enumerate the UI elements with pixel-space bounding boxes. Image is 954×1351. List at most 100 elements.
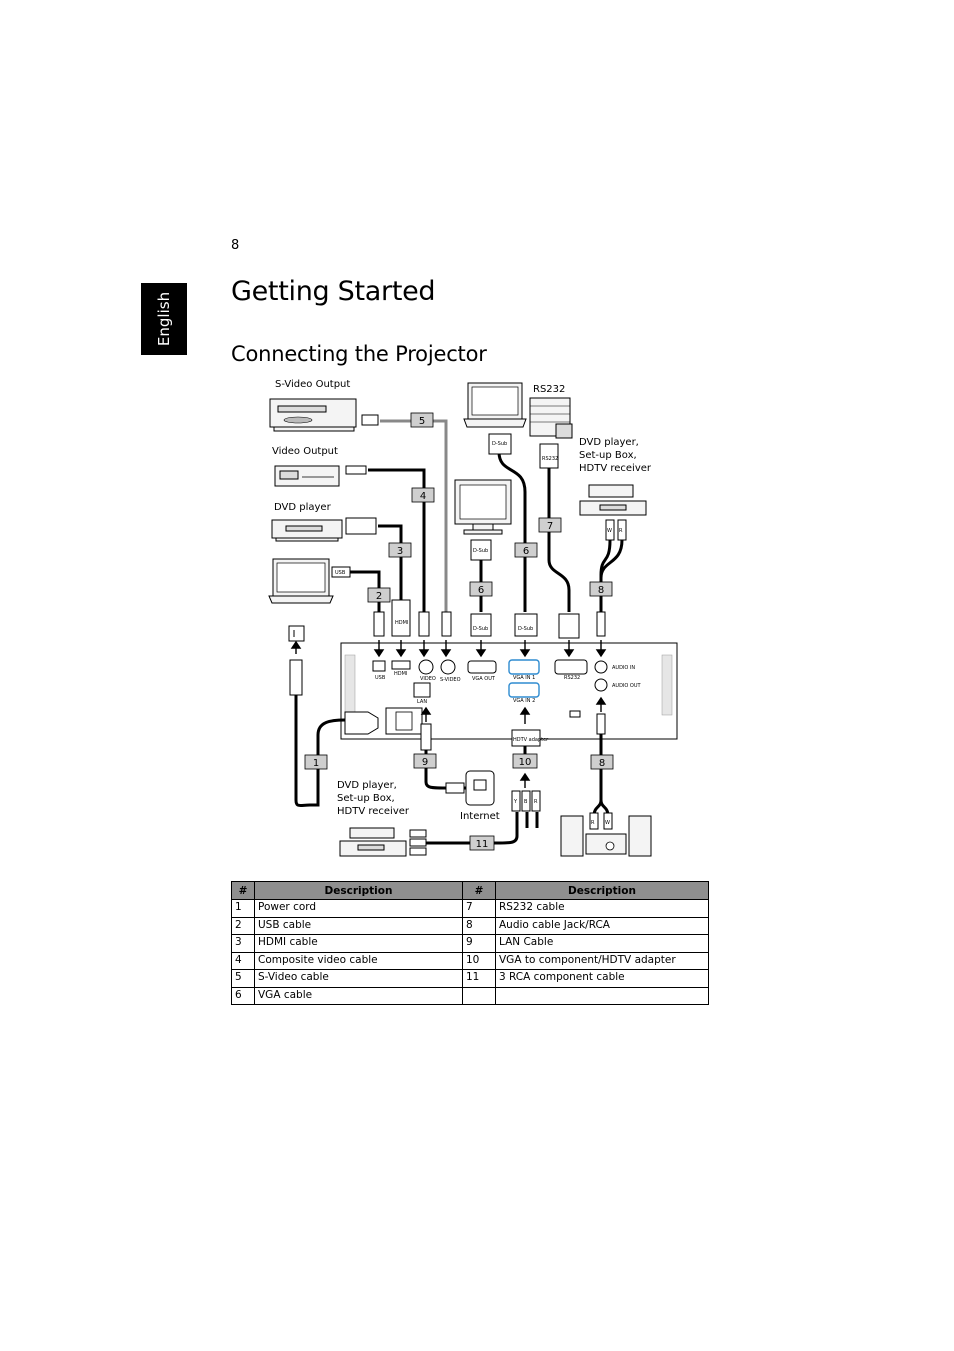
hdmi-plug-top [345, 517, 377, 535]
svg-text:9: 9 [422, 757, 428, 768]
section-title: Connecting the Projector [231, 342, 487, 366]
rca-w-label-top: W [607, 528, 612, 534]
dvd-player-label: DVD player [274, 502, 332, 513]
composite-plug-top [345, 465, 367, 475]
port-vga-in1-label: VGA IN 1 [513, 675, 535, 681]
table-cell: USB cable [254, 916, 463, 935]
table-cell: 1 [231, 899, 255, 918]
svg-text:8: 8 [598, 585, 604, 596]
settop-rca-1 [409, 829, 427, 838]
dvd-settop-bottom-line2: Set-up Box, [337, 793, 395, 804]
speakers-icon [560, 815, 652, 857]
rs232-label: RS232 [533, 384, 565, 395]
cable-number-5: 5 [410, 412, 434, 428]
dsub-label-laptop-bottom: D-Sub [518, 626, 533, 632]
table-cell: S-Video cable [254, 969, 463, 988]
vga-laptop-plug-top [488, 433, 512, 455]
table-cell: 3 [231, 934, 255, 953]
usb-plug-label: USB [335, 570, 346, 576]
power-plug-connector [344, 711, 379, 735]
svg-text:3: 3 [397, 546, 403, 557]
wall-outlet-icon [288, 625, 305, 642]
usb-plug-top [331, 566, 351, 578]
rs232-plug-top [539, 443, 559, 469]
port-hdmi-label: HDMI [394, 671, 407, 677]
vga-monitor-plug-bottom [470, 613, 492, 637]
audio-in-rca-r [617, 519, 627, 541]
table-cell: Power cord [254, 899, 463, 918]
svg-text:10: 10 [519, 757, 532, 768]
rca-y-label: Y [513, 799, 518, 805]
rs232-plug-label: RS232 [542, 456, 558, 462]
lan-plug-projector [420, 723, 432, 751]
cable-number-3: 3 [388, 542, 412, 558]
svg-text:8: 8 [599, 758, 605, 769]
header-number-2: # [462, 881, 496, 900]
svg-text:6: 6 [478, 585, 484, 596]
audio-in-rca-w [605, 519, 615, 541]
table-cell: VGA to component/HDTV adapter [495, 951, 709, 970]
table-header-row: # Description # Description [231, 881, 709, 900]
vga-monitor-plug-top [470, 539, 492, 561]
port-vga-in2-label: VGA IN 2 [513, 698, 535, 704]
port-video-label: VIDEO [420, 676, 436, 682]
monitor-icon [454, 479, 512, 535]
internet-label: Internet [460, 811, 500, 822]
header-description-1: Description [254, 881, 463, 900]
table-row: 5 S-Video cable 11 3 RCA component cable [231, 969, 709, 988]
cable-number-10: 10 [512, 753, 538, 769]
rs232-server-icon [529, 397, 573, 439]
table-row: 1 Power cord 7 RS232 cable [231, 899, 709, 918]
audio-out-jack [596, 713, 606, 735]
composite-plug-bottom [418, 611, 430, 637]
settop-rca-3 [409, 847, 427, 856]
svideo-player-icon [269, 398, 357, 432]
rs232-laptop-icon [463, 382, 527, 428]
component-rca-pr [531, 790, 541, 812]
table-row: 3 HDMI cable 9 LAN Cable [231, 934, 709, 953]
usb-plug-bottom [373, 611, 385, 637]
component-rca-pb [521, 790, 531, 812]
cable-number-1: 1 [304, 754, 328, 770]
rca-r-label-bottom: R [591, 820, 595, 826]
port-audio-in-label: AUDIO IN [612, 665, 635, 671]
table-row: 2 USB cable 8 Audio cable Jack/RCA [231, 916, 709, 935]
table-cell: VGA cable [254, 986, 463, 1005]
svg-text:7: 7 [547, 521, 553, 532]
port-audio-out-label: AUDIO OUT [612, 683, 642, 689]
table-cell: Composite video cable [254, 951, 463, 970]
network-jack-icon [465, 770, 495, 806]
laptop-icon [268, 558, 334, 604]
cable-number-6a: 6 [469, 581, 493, 597]
table-cell: 10 [462, 951, 496, 970]
rca-pb-label: B [524, 799, 528, 805]
table-cell [495, 986, 709, 1005]
header-description-2: Description [495, 881, 709, 900]
table-cell: RS232 cable [495, 899, 709, 918]
svg-text:6: 6 [523, 546, 529, 557]
port-rs232-label: RS232 [564, 675, 580, 681]
cable-legend-table: # Description # Description 1 Power cord… [231, 881, 709, 1005]
port-usb-label: USB [375, 675, 386, 681]
header-number-1: # [231, 881, 255, 900]
dsub-label-monitor-bottom: D-Sub [473, 626, 488, 632]
settop-box-bottom-icon [339, 827, 407, 857]
dsub-label-laptop: D-Sub [492, 441, 507, 447]
hdmi-plug-label: HDMI [395, 620, 408, 626]
audio-in-jack [596, 611, 606, 637]
cable-number-8a: 8 [589, 581, 613, 597]
lan-plug-wall [445, 782, 465, 794]
table-cell: LAN Cable [495, 934, 709, 953]
table-cell: 8 [462, 916, 496, 935]
table-cell [462, 986, 496, 1005]
cable-number-2: 2 [367, 587, 391, 603]
dvd-settop-bottom-line1: DVD player, [337, 780, 397, 791]
audio-out-rca-w [603, 812, 613, 830]
table-cell: HDMI cable [254, 934, 463, 953]
table-cell: 7 [462, 899, 496, 918]
table-cell: 11 [462, 969, 496, 988]
svg-text:2: 2 [376, 591, 382, 602]
cable-number-9: 9 [413, 753, 437, 769]
table-cell: 2 [231, 916, 255, 935]
